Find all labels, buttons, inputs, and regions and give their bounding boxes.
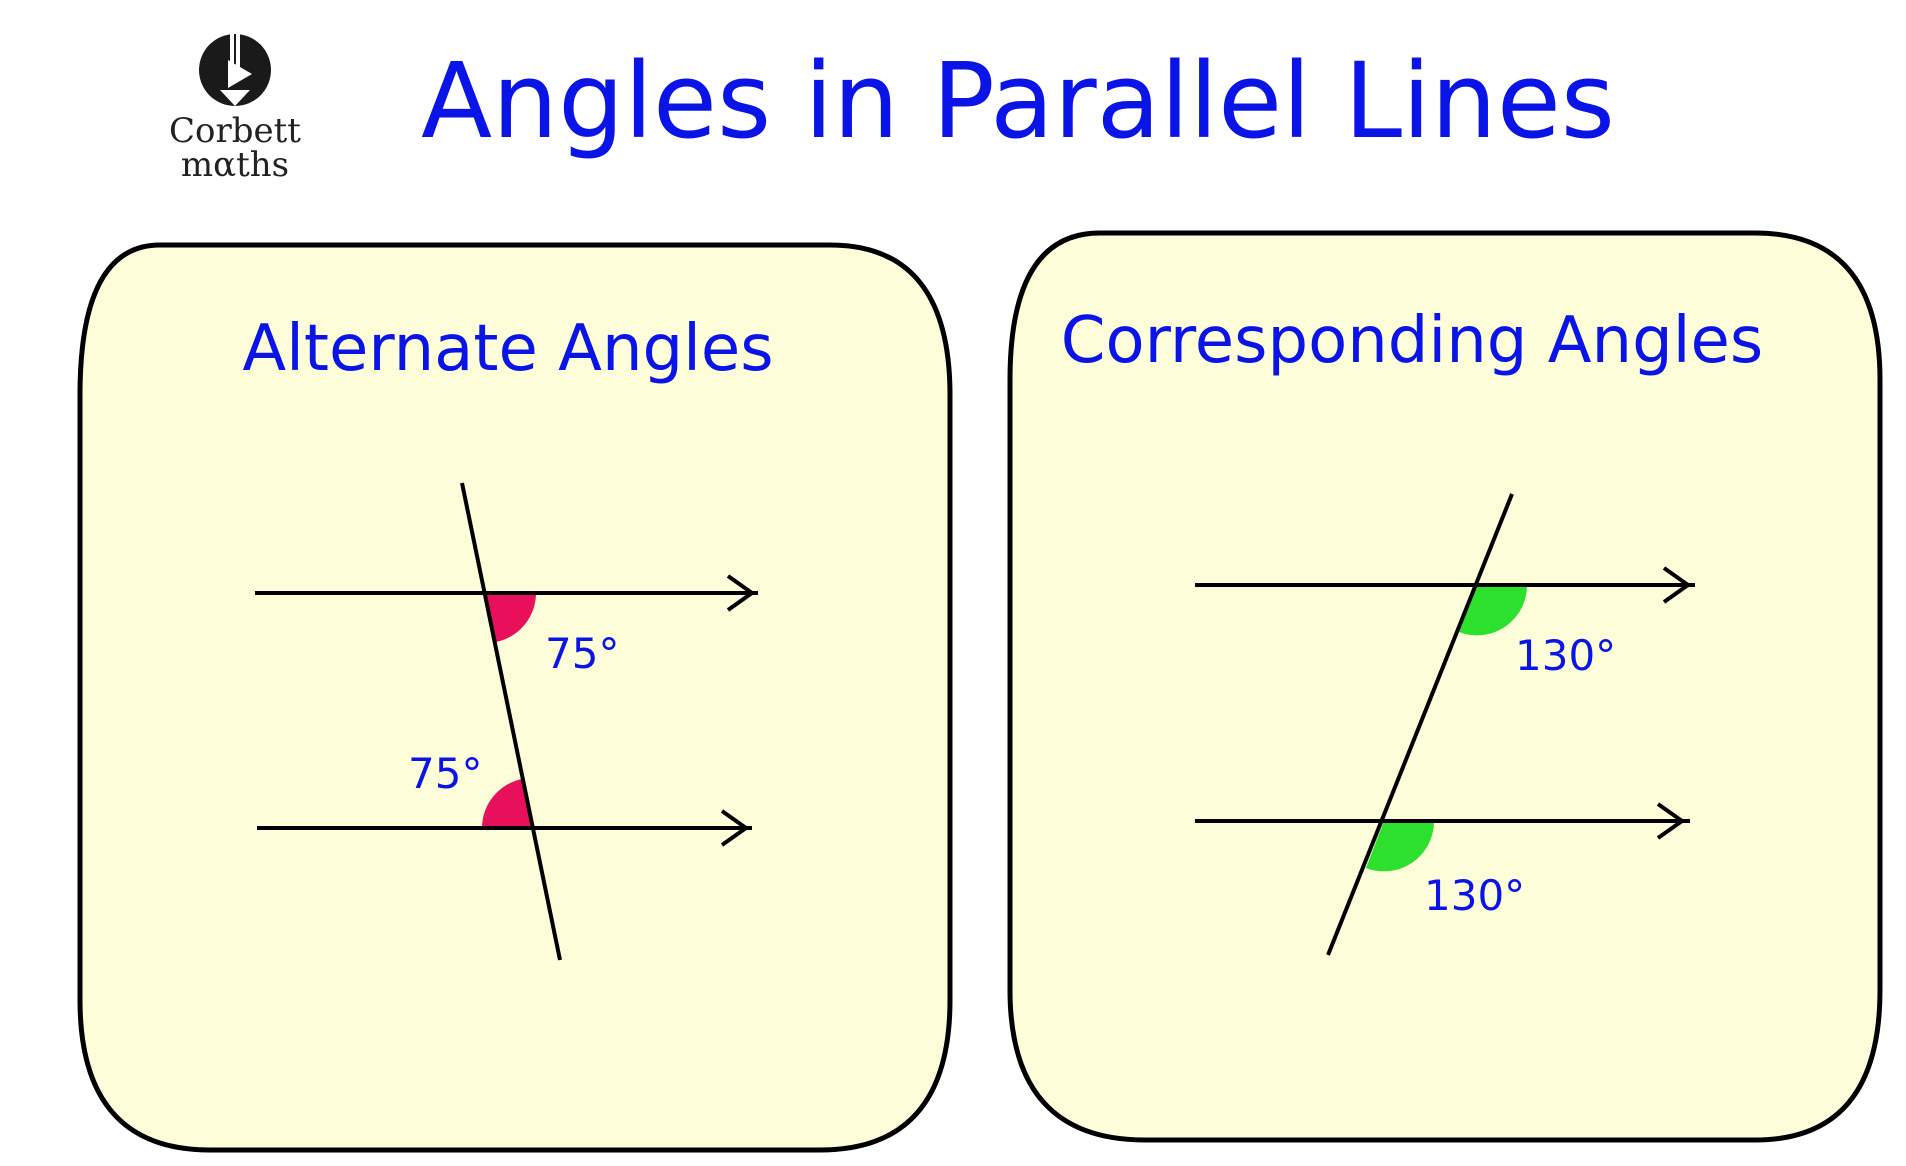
arrow-head-bottom xyxy=(720,809,750,847)
logo-emblem-icon xyxy=(199,32,271,106)
arrow-head-bottom xyxy=(1656,802,1686,840)
panel-title-alternate: Alternate Angles xyxy=(242,312,773,386)
transversal-line xyxy=(460,482,562,961)
angle-arc-top xyxy=(486,593,536,642)
page-title: Angles in Parallel Lines xyxy=(421,40,1615,162)
arrow-head-top xyxy=(1662,566,1692,604)
panel-background xyxy=(77,242,953,1153)
angle-arc-top xyxy=(1459,585,1528,636)
angle-label-top: 75° xyxy=(545,629,619,678)
angle-arc-bottom xyxy=(1366,821,1435,872)
angle-label-bottom: 130° xyxy=(1424,871,1525,920)
arrow-head-top xyxy=(726,574,756,612)
panel-alternate: Alternate Angles 75° 75° xyxy=(77,242,953,1153)
transversal-line xyxy=(1326,493,1514,956)
angle-label-top: 130° xyxy=(1515,631,1616,680)
angle-arc-bottom xyxy=(481,779,532,828)
panel-title-corresponding: Corresponding Angles xyxy=(1061,304,1763,378)
panel-background xyxy=(1007,230,1883,1143)
corbettmaths-logo: Corbett mαths xyxy=(169,32,301,185)
logo-text-line2: mαths xyxy=(181,145,289,185)
angle-label-bottom: 75° xyxy=(408,749,482,798)
panel-corresponding: Corresponding Angles 130° 130° xyxy=(1007,230,1883,1143)
logo-text-line1: Corbett xyxy=(169,111,301,151)
